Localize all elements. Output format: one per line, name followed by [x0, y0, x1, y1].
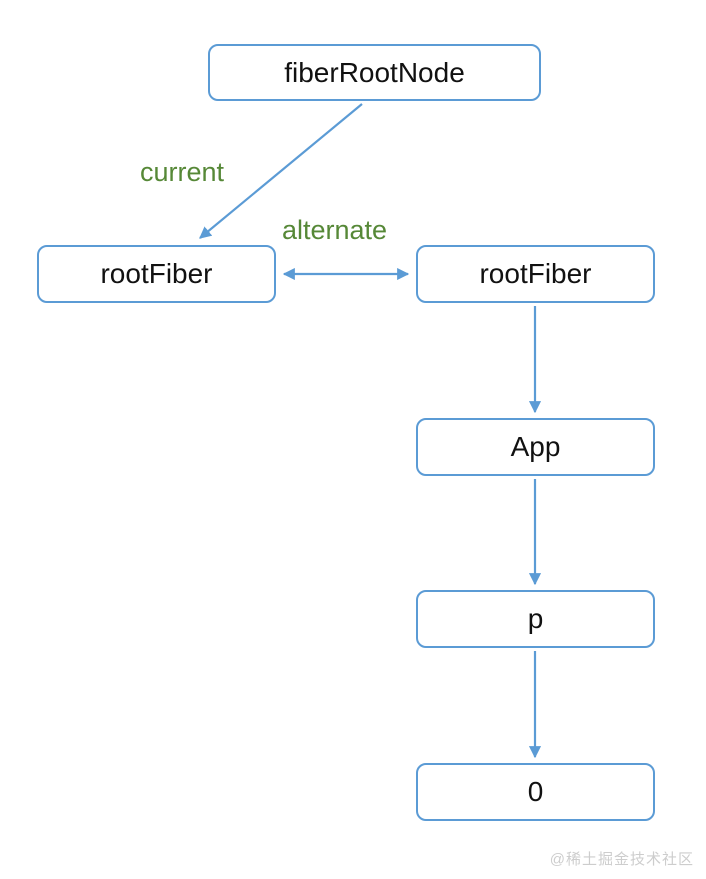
- node-app: App: [416, 418, 655, 476]
- node-zero: 0: [416, 763, 655, 821]
- node-p: p: [416, 590, 655, 648]
- node-fiber-root-node: fiberRootNode: [208, 44, 541, 101]
- edge-label-alternate: alternate: [282, 215, 388, 245]
- watermark: @稀土掘金技术社区: [549, 851, 694, 868]
- node-root-fiber-left: rootFiber: [37, 245, 276, 303]
- edge-label-current: current: [140, 157, 225, 187]
- node-root-fiber-right: rootFiber: [416, 245, 655, 303]
